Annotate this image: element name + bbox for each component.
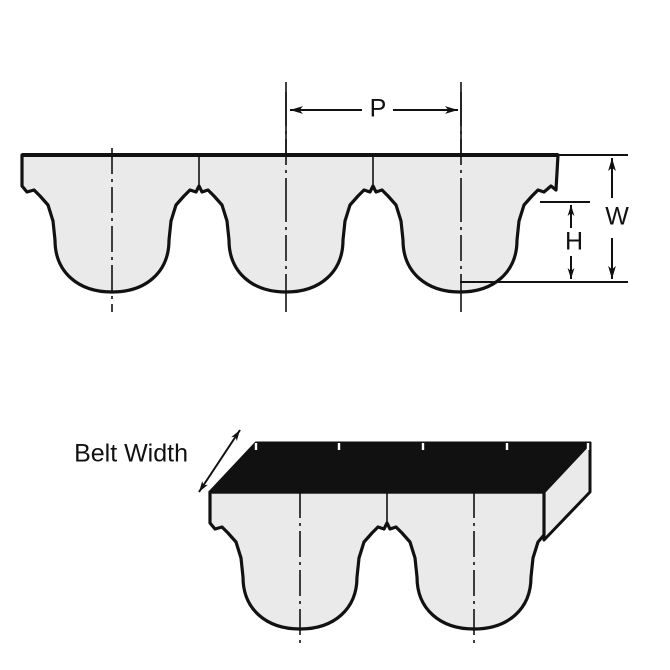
dimension-pitch: P: [285, 92, 462, 155]
dimension-belt-width: Belt Width: [74, 429, 241, 493]
belt-top-face: [208, 441, 592, 494]
belt-width-label: Belt Width: [74, 440, 188, 468]
belt-profile-body: [20, 153, 560, 294]
dimension-overall-thickness: W: [460, 154, 629, 283]
isometric-view: Belt Width: [74, 429, 592, 646]
tooth-height-label: H: [565, 228, 583, 256]
top-face-tick-marks: [254, 443, 590, 450]
belt-front-profile: [208, 490, 546, 631]
dimension-tooth-height: H: [540, 201, 590, 279]
thickness-label: W: [605, 203, 629, 231]
cross-section-view: P W H: [20, 82, 629, 312]
belt-width-arrow: [198, 429, 241, 493]
pitch-label: P: [370, 95, 387, 123]
